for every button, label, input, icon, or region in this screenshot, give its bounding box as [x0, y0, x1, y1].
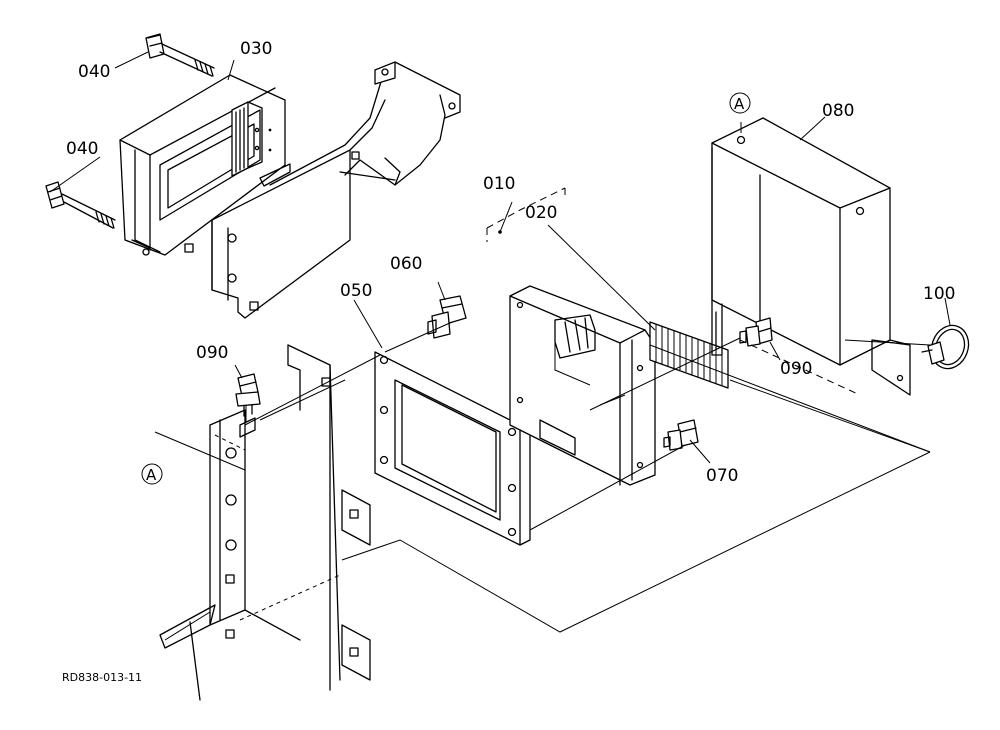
controller-module-010 [509, 285, 656, 486]
ref-a-top-text: A [734, 95, 745, 113]
back-plate-050 [374, 351, 531, 546]
grommet-060 [427, 295, 467, 339]
label-040-top: 040 [78, 62, 110, 82]
label-030: 030 [240, 39, 272, 59]
label-080: 080 [822, 101, 854, 121]
connector-020 [649, 321, 729, 389]
clamp-100 [921, 324, 970, 370]
ref-mark-a-top: A [729, 92, 751, 114]
mounting-frame [159, 344, 371, 701]
label-100: 100 [923, 284, 955, 304]
bolt-040-top [145, 33, 215, 77]
label-060: 060 [390, 254, 422, 274]
ref-a-left-text: A [146, 466, 157, 484]
reference-lines [154, 122, 931, 633]
label-040-bottom: 040 [66, 139, 98, 159]
label-leaders [49, 51, 951, 464]
box-bracket [184, 61, 461, 319]
control-box-030 [119, 74, 286, 256]
bolt-040-bottom [45, 181, 116, 229]
label-070: 070 [706, 466, 738, 486]
cover-080 [711, 117, 911, 396]
grommet-070 [663, 419, 699, 451]
label-090-right: 090 [780, 359, 812, 379]
drawing-code: RD838-013-11 [62, 671, 142, 684]
label-050: 050 [340, 281, 372, 301]
nut-090-right [739, 317, 773, 347]
nut-090-left [235, 373, 261, 417]
label-020: 020 [525, 203, 557, 223]
label-010: 010 [483, 174, 515, 194]
ref-mark-a-left: A [141, 463, 163, 485]
label-090-left: 090 [196, 343, 228, 363]
